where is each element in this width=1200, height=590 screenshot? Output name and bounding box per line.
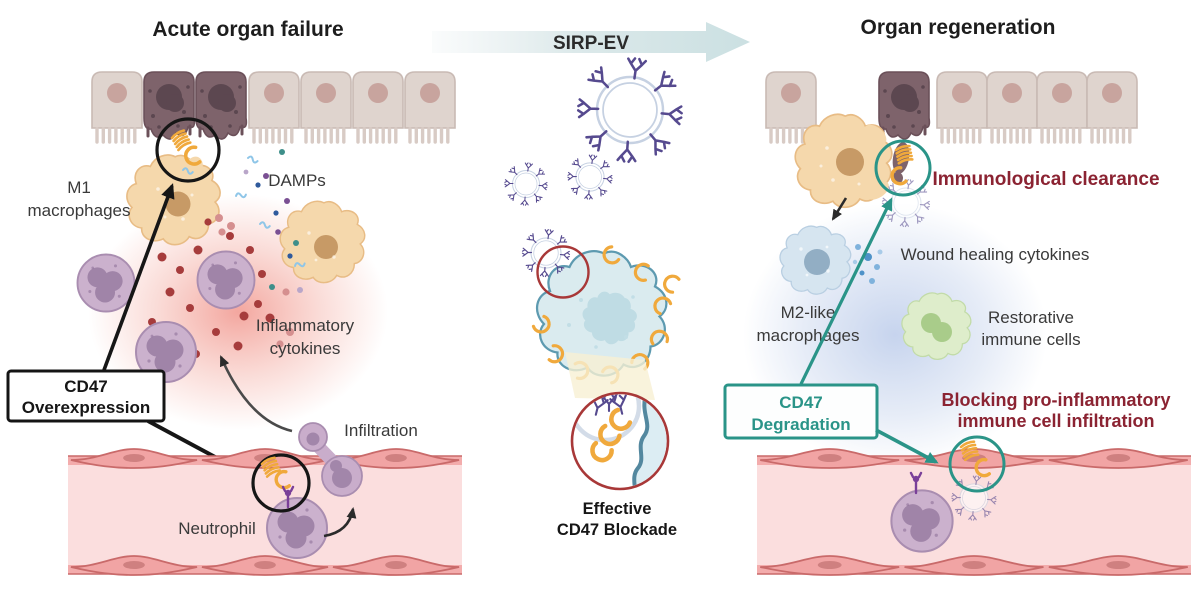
- inflammatory-label-line1: Inflammatory: [256, 316, 355, 335]
- epithelium-row-left: [90, 70, 457, 144]
- restorative-label-line1: Restorative: [988, 308, 1074, 327]
- damaged-epithelial-cell: [877, 70, 931, 141]
- m1-macrophage-cell: [126, 154, 221, 246]
- damaged-epithelial-cell: [194, 70, 248, 141]
- infiltrating-neutrophil: [298, 422, 363, 497]
- epithelial-cell: [247, 70, 301, 144]
- sirp-ev-vesicle: [568, 155, 613, 200]
- blockade-label-line1: Effective: [583, 500, 652, 518]
- blocking-label-line2: immune cell infiltration: [957, 411, 1154, 431]
- sirp-ev-vesicle-large: [578, 58, 682, 163]
- infiltration-label: Infiltration: [344, 421, 418, 440]
- restorative-immune-cell: [901, 292, 972, 360]
- m1-macrophage-cell: [279, 200, 366, 284]
- wound-healing-cytokine-dots: [852, 244, 883, 284]
- right-panel-title: Organ regeneration: [861, 16, 1056, 39]
- cd47-overexpression-box: CD47 Overexpression: [6, 369, 166, 423]
- sirp-ev-label: SIRP-EV: [553, 33, 629, 54]
- arrow-cd47-to-epithelium: [102, 183, 175, 371]
- cd47-degradation-line1: CD47: [779, 393, 822, 412]
- neutrophil-cell: [196, 250, 256, 310]
- wound-healing-label: Wound healing cytokines: [901, 245, 1090, 264]
- sirp-ev-transition-arrow: [432, 22, 750, 62]
- arrow-infiltration-to-cytokines: [219, 355, 293, 433]
- epithelial-cell: [985, 70, 1039, 144]
- blockade-label-line2: CD47 Blockade: [557, 521, 677, 539]
- neutrophil-cell: [76, 253, 136, 313]
- left-panel-acute-organ-failure: CD47 Overexpression Acute organ failure …: [6, 18, 462, 575]
- cd47-degradation-vessel-circle: [948, 435, 1006, 493]
- cd47-degradation-box: CD47 Degradation: [723, 383, 879, 440]
- epithelial-cell: [299, 70, 353, 144]
- magnifier-beam: [565, 352, 655, 400]
- immunological-clearance-label: Immunological clearance: [932, 169, 1159, 190]
- cd47-blockade-magnifier: [570, 391, 670, 491]
- sirp-ev-vesicle: [505, 163, 548, 206]
- target-cell: [530, 244, 685, 386]
- cd47-neutrophil-circle: [251, 453, 311, 513]
- center-panel-sirp-ev: SIRP-EV: [432, 22, 750, 539]
- blocking-label-line1: Blocking pro-inflammatory: [941, 390, 1170, 410]
- m2-label-line2: macrophages: [756, 326, 859, 345]
- m2-macrophage-cell: [779, 225, 852, 295]
- damps-label: DAMPs: [268, 171, 326, 190]
- m1-label-line2: macrophages: [27, 201, 130, 220]
- arrow-degradation-to-clearance: [799, 197, 893, 385]
- blood-vessel-left: [68, 449, 462, 575]
- engulfing-macrophage-cell: [794, 113, 893, 209]
- m1-label-line1: M1: [67, 178, 91, 197]
- cd47-overexpression-line1: CD47: [64, 377, 107, 396]
- epithelial-cell: [403, 70, 457, 144]
- epithelial-cell: [90, 70, 144, 144]
- m2-label-line1: M2-like: [781, 303, 836, 322]
- damaged-epithelial-cell: [142, 70, 196, 141]
- inflammatory-label-line2: cytokines: [270, 339, 341, 358]
- arrow-degradation-to-vessel: [875, 428, 939, 464]
- epithelial-cell: [1035, 70, 1089, 144]
- arrow-neutrophil-migration: [323, 507, 357, 538]
- cd47-degradation-line2: Degradation: [751, 415, 850, 434]
- binding-highlight-circle: [536, 245, 590, 299]
- left-panel-title: Acute organ failure: [152, 18, 343, 41]
- damp-particles: [234, 149, 307, 293]
- right-panel-organ-regeneration: Organ regeneration Immunological clearan…: [723, 16, 1191, 575]
- neutrophil-label: Neutrophil: [178, 519, 256, 538]
- cd47-overexpression-line2: Overexpression: [22, 398, 151, 417]
- restorative-label-line2: immune cells: [981, 330, 1080, 349]
- epithelial-cell: [1085, 70, 1139, 144]
- arrow-macrophage-to-m2: [831, 197, 848, 221]
- epithelial-cell: [351, 70, 405, 144]
- epithelial-cell: [935, 70, 989, 144]
- cd47-overexpression-epithelium-circle: [155, 117, 221, 183]
- immunological-clearance-circle: [874, 139, 932, 197]
